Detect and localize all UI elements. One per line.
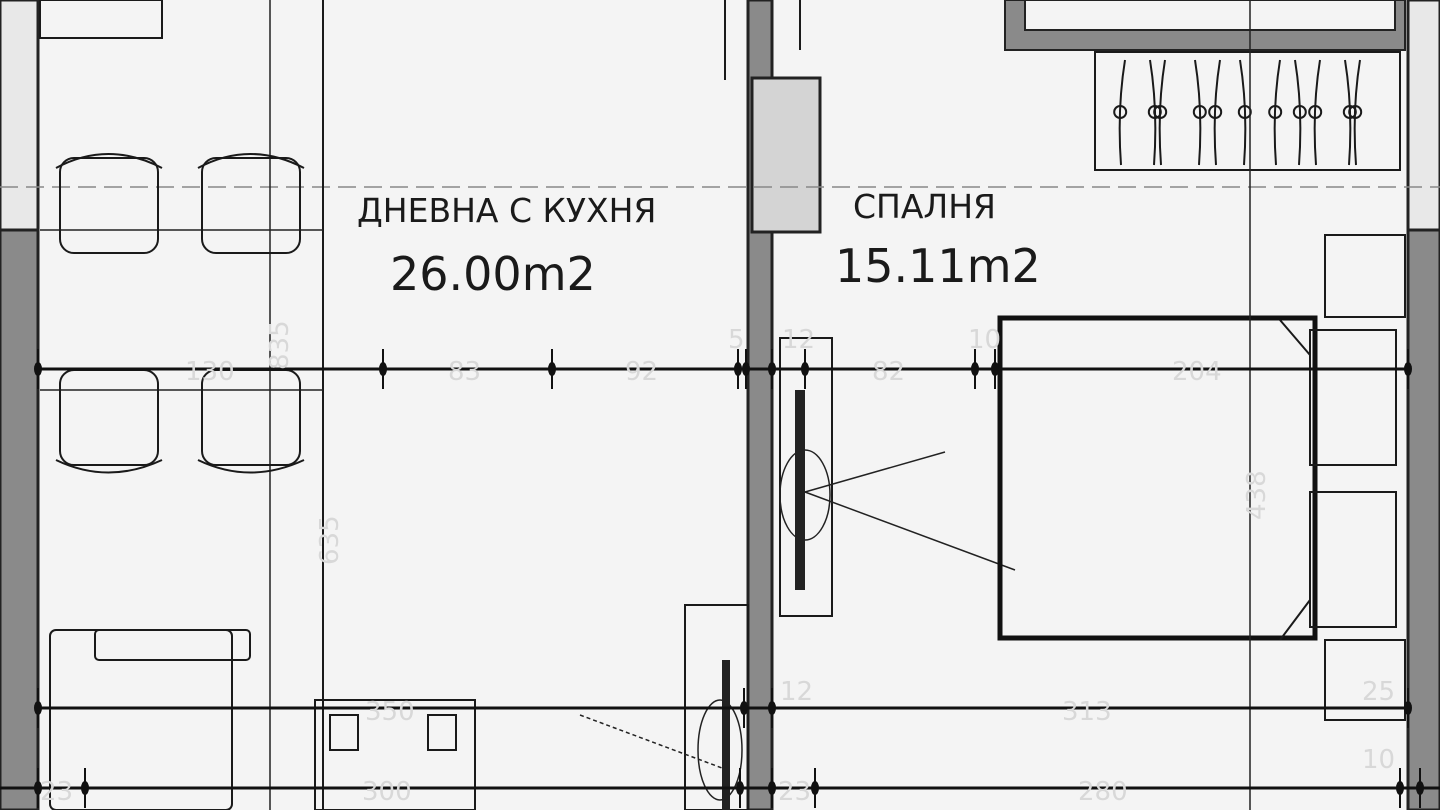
chair — [55, 153, 163, 254]
dim-label: 12 — [782, 325, 815, 355]
dim-label: 835 — [265, 320, 295, 370]
dim-label: 23 — [778, 777, 811, 807]
hanger — [1118, 59, 1126, 166]
hanger — [1239, 59, 1247, 166]
dim-label: 25 — [1362, 677, 1395, 707]
pillow — [1309, 329, 1397, 466]
cabinet — [39, 0, 163, 39]
top-closet — [1024, 0, 1396, 31]
door-swing — [697, 699, 743, 801]
hanger-hook — [1268, 105, 1283, 119]
sofa-back — [94, 629, 251, 661]
left-wall-upper — [0, 0, 40, 232]
door-panel — [779, 337, 833, 617]
hanger-hook — [1292, 105, 1307, 119]
bed — [997, 315, 1318, 641]
hanger-hook — [1192, 105, 1207, 119]
room-area-bedroom: 15.11m2 — [835, 239, 1041, 293]
dim-label: 204 — [1172, 357, 1222, 387]
right-wall-upper — [1406, 0, 1440, 232]
room-name-bedroom: СПАЛНЯ — [853, 187, 996, 226]
hanger-hook — [1208, 105, 1223, 119]
room-area-living-kitchen: 26.00m2 — [390, 247, 596, 301]
dim-label: 438 — [1242, 470, 1272, 520]
chair — [55, 369, 163, 474]
door-swing — [804, 451, 946, 493]
hanger — [1213, 59, 1221, 166]
dim-label: 23 — [40, 777, 73, 807]
dim-label: 130 — [185, 357, 235, 387]
door-leaf — [795, 390, 805, 590]
table-leg — [427, 714, 457, 751]
middle-wall-column — [750, 76, 822, 234]
dim-label: 300 — [362, 777, 412, 807]
door-swing — [579, 714, 723, 769]
dim-label: 5 — [728, 325, 745, 355]
chair — [197, 153, 305, 254]
dim-label: 10 — [1362, 745, 1395, 775]
hanger — [1158, 59, 1166, 166]
table-leg — [329, 714, 359, 751]
sofa — [49, 629, 233, 810]
bed-fold — [1279, 319, 1311, 641]
dim-label: 83 — [448, 357, 481, 387]
dim-label: 12 — [780, 677, 813, 707]
door-swing — [779, 449, 831, 541]
pillow — [1309, 491, 1397, 628]
table — [314, 699, 476, 810]
hanger-hook — [1113, 105, 1128, 119]
dim-label: 350 — [365, 697, 415, 727]
dim-label: 635 — [315, 515, 345, 565]
door-swing — [804, 491, 1016, 571]
room-name-living-kitchen: ДНЕВНА С КУХНЯ — [357, 191, 656, 230]
dimension-ticks — [34, 349, 1424, 808]
hanger-hook — [1237, 105, 1252, 119]
hanger-hook — [1308, 105, 1323, 119]
hanger — [1353, 59, 1361, 166]
hanger-hook — [1348, 105, 1363, 119]
wardrobe — [1094, 51, 1401, 171]
dim-label: 92 — [625, 357, 658, 387]
dim-label: 313 — [1062, 697, 1112, 727]
hanger — [1194, 59, 1202, 166]
nightstand — [1324, 234, 1406, 318]
hangers — [1113, 59, 1363, 166]
hanger-hook — [1153, 105, 1168, 119]
nightstand — [1324, 639, 1406, 721]
hanger — [1273, 59, 1281, 166]
hanger — [1294, 59, 1302, 166]
dim-label: 280 — [1078, 777, 1128, 807]
dim-label: 82 — [872, 357, 905, 387]
hanger — [1313, 59, 1321, 166]
right-wall — [1406, 228, 1440, 810]
left-wall — [0, 228, 40, 810]
dim-label: 10 — [968, 325, 1001, 355]
door-leaf — [722, 660, 730, 810]
